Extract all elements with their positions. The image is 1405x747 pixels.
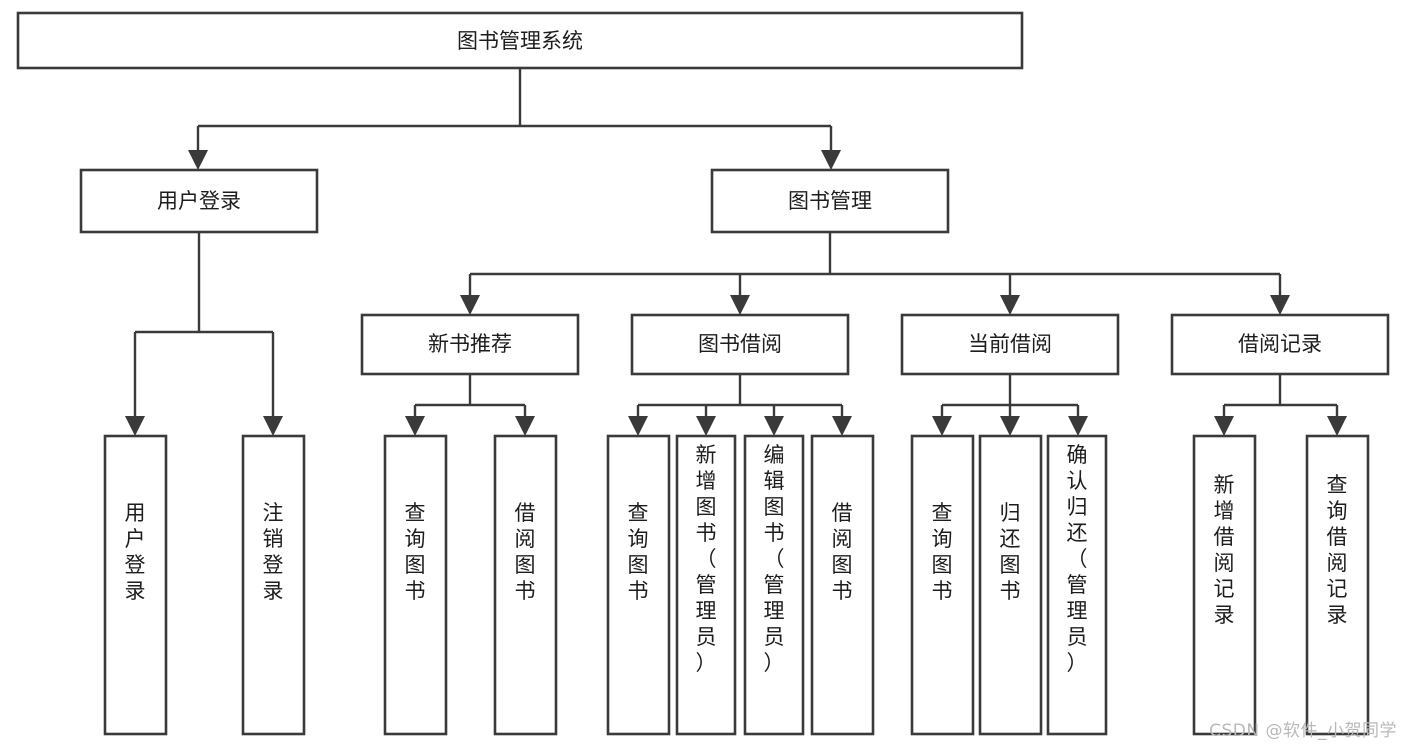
node-leaf-query-book-2-box[interactable] xyxy=(606,434,671,736)
node-leaf-query-book-3-label: 查询图书 xyxy=(932,501,953,603)
node-leaf-add-record-box[interactable] xyxy=(1192,434,1257,736)
node-leaf-add-book-box[interactable] xyxy=(675,434,737,736)
node-borrow-record[interactable]: 借阅记录 xyxy=(1170,313,1390,376)
node-book-borrow-box[interactable] xyxy=(630,313,850,376)
node-leaf-query-book-3-box[interactable] xyxy=(910,434,975,736)
node-borrow-record-label: 借阅记录 xyxy=(1238,332,1322,356)
node-book-borrow[interactable]: 图书借阅 xyxy=(630,313,850,376)
node-leaf-query-book-3[interactable]: 查询图书 xyxy=(910,434,975,736)
arrowhead-new-book-recommend xyxy=(460,295,480,315)
arrowhead-leaf-add-record xyxy=(1214,416,1234,436)
node-leaf-edit-book-label: 编辑图书（管理员） xyxy=(764,443,785,675)
node-leaf-add-record-label: 新增借阅记录 xyxy=(1214,473,1235,627)
node-leaf-edit-book[interactable]: 编辑图书（管理员） xyxy=(743,434,805,736)
node-leaf-return-book-label: 归还图书 xyxy=(1000,501,1021,603)
arrowhead-leaf-user-login xyxy=(125,416,145,436)
node-current-borrow[interactable]: 当前借阅 xyxy=(900,313,1120,376)
node-leaf-query-record[interactable]: 查询借阅记录 xyxy=(1305,434,1370,736)
node-leaf-query-book-1[interactable]: 查询图书 xyxy=(383,434,448,736)
node-leaf-borrow-book-1-label: 借阅图书 xyxy=(515,501,536,603)
connectors-layer xyxy=(125,68,1347,436)
node-leaf-confirm-return[interactable]: 确认归还（管理员） xyxy=(1046,434,1108,736)
arrowhead-leaf-add-book xyxy=(696,416,716,436)
arrowhead-borrow-record xyxy=(1270,295,1290,315)
node-user-login-box[interactable] xyxy=(79,168,319,234)
node-leaf-query-record-box[interactable] xyxy=(1305,434,1370,736)
arrowhead-leaf-query-book-2 xyxy=(628,416,648,436)
node-root-label: 图书管理系统 xyxy=(457,29,583,53)
node-book-borrow-label: 图书借阅 xyxy=(698,332,782,356)
node-leaf-confirm-return-label: 确认归还（管理员） xyxy=(1067,443,1088,675)
node-user-login-label: 用户登录 xyxy=(157,189,241,213)
node-book-manage[interactable]: 图书管理 xyxy=(710,168,950,234)
node-leaf-return-book-box[interactable] xyxy=(978,434,1043,736)
node-leaf-user-logout-label: 注销登录 xyxy=(263,501,284,603)
node-new-book-recommend-label: 新书推荐 xyxy=(428,332,512,356)
node-leaf-query-book-1-box[interactable] xyxy=(383,434,448,736)
arrowhead-leaf-confirm-return xyxy=(1068,416,1088,436)
node-root-box[interactable] xyxy=(16,11,1024,70)
arrowhead-current-borrow xyxy=(1000,295,1020,315)
arrowhead-leaf-query-record xyxy=(1327,416,1347,436)
arrowhead-leaf-borrow-book-2 xyxy=(832,416,852,436)
node-leaf-query-book-1-label: 查询图书 xyxy=(405,501,426,603)
node-leaf-edit-book-box[interactable] xyxy=(743,434,805,736)
arrowhead-leaf-edit-book xyxy=(764,416,784,436)
node-current-borrow-box[interactable] xyxy=(900,313,1120,376)
arrowhead-leaf-query-book-1 xyxy=(405,416,425,436)
node-leaf-borrow-book-2[interactable]: 借阅图书 xyxy=(810,434,875,736)
node-root[interactable]: 图书管理系统 xyxy=(16,11,1024,70)
node-leaf-add-book-label: 新增图书（管理员） xyxy=(696,443,717,675)
node-leaf-borrow-book-1-box[interactable] xyxy=(493,434,558,736)
arrowhead-leaf-query-book-3 xyxy=(932,416,952,436)
node-borrow-record-box[interactable] xyxy=(1170,313,1390,376)
node-leaf-confirm-return-box[interactable] xyxy=(1046,434,1108,736)
node-book-manage-box[interactable] xyxy=(710,168,950,234)
node-leaf-return-book[interactable]: 归还图书 xyxy=(978,434,1043,736)
node-leaf-user-login[interactable]: 用户登录 xyxy=(103,434,168,736)
arrowhead-leaf-user-logout xyxy=(263,416,283,436)
node-leaf-user-logout-box[interactable] xyxy=(241,434,306,736)
node-leaf-add-record[interactable]: 新增借阅记录 xyxy=(1192,434,1257,736)
node-user-login[interactable]: 用户登录 xyxy=(79,168,319,234)
node-new-book-recommend[interactable]: 新书推荐 xyxy=(360,313,580,376)
node-book-manage-label: 图书管理 xyxy=(788,189,872,213)
node-leaf-borrow-book-1[interactable]: 借阅图书 xyxy=(493,434,558,736)
arrowhead-leaf-return-book xyxy=(1000,416,1020,436)
arrowhead-user-login xyxy=(188,150,208,170)
node-leaf-borrow-book-2-label: 借阅图书 xyxy=(832,501,853,603)
arrowhead-book-manage xyxy=(821,150,841,170)
arrowhead-book-borrow xyxy=(730,295,750,315)
node-new-book-recommend-box[interactable] xyxy=(360,313,580,376)
node-leaf-query-record-label: 查询借阅记录 xyxy=(1327,473,1348,627)
node-leaf-add-book[interactable]: 新增图书（管理员） xyxy=(675,434,737,736)
node-leaf-query-book-2-label: 查询图书 xyxy=(628,501,649,603)
node-leaf-user-login-label: 用户登录 xyxy=(125,501,146,603)
node-leaf-user-login-box[interactable] xyxy=(103,434,168,736)
node-leaf-borrow-book-2-box[interactable] xyxy=(810,434,875,736)
node-leaf-query-book-2[interactable]: 查询图书 xyxy=(606,434,671,736)
node-leaf-user-logout[interactable]: 注销登录 xyxy=(241,434,306,736)
arrowhead-leaf-borrow-book-1 xyxy=(515,416,535,436)
node-current-borrow-label: 当前借阅 xyxy=(968,332,1052,356)
